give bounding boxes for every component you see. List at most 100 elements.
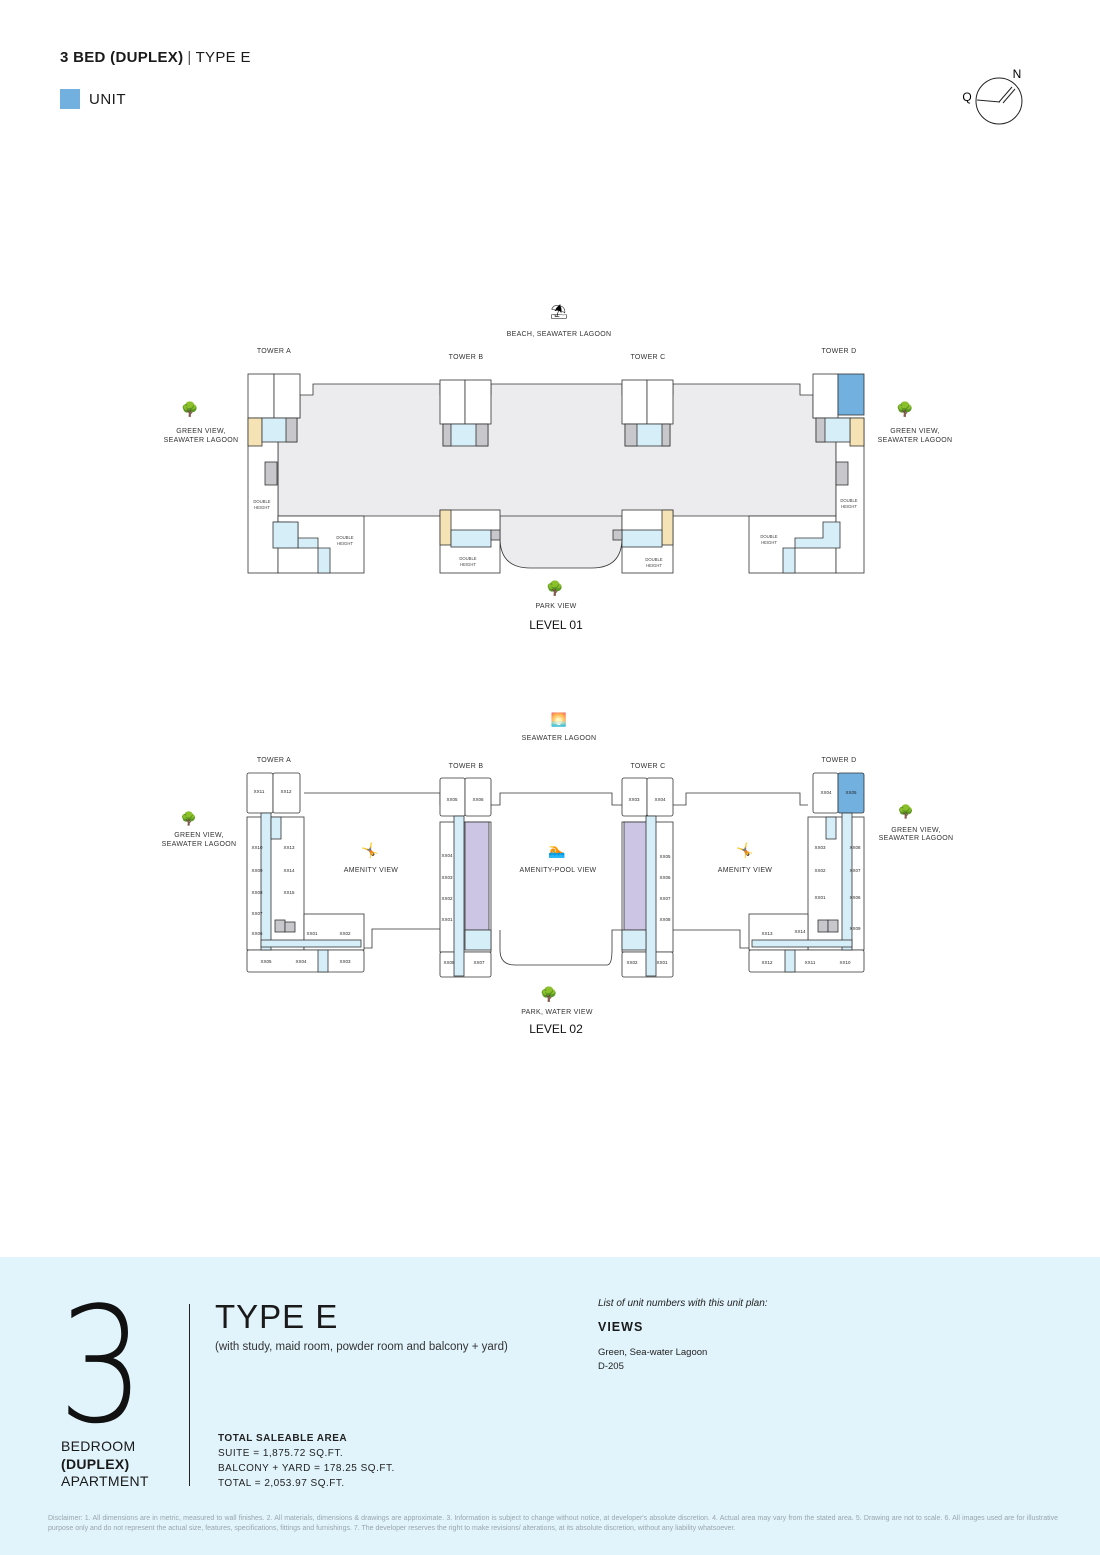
tree-icon: 🌳 xyxy=(896,400,913,418)
unit-label: XX07 xyxy=(659,896,671,901)
unit-label: XX08 xyxy=(443,960,455,965)
balcony-area: BALCONY + YARD = 178.25 SQ.FT. xyxy=(218,1463,395,1474)
view-label-right-2: SEAWATER LAGOON xyxy=(879,835,954,842)
unit-label: XX01 xyxy=(814,895,826,900)
unit-label: XX06 xyxy=(849,895,861,900)
unit-label: XX10 xyxy=(839,960,851,965)
unit-label: XX11 xyxy=(805,960,816,965)
unit-label: XX11 xyxy=(254,789,265,794)
bedroom-count: 3 xyxy=(58,1272,145,1459)
compass-north-label: N xyxy=(1013,67,1022,81)
double-height-label: DOUBLE xyxy=(336,535,353,540)
double-height-label: HEIGHT xyxy=(337,541,353,546)
unit-label: XX14 xyxy=(283,868,295,873)
view-label-right: GREEN VIEW, xyxy=(890,428,940,435)
unit-label: XX02 xyxy=(626,960,638,965)
unit-label: XX10 xyxy=(251,845,263,850)
unit-label: XX06 xyxy=(251,931,263,936)
unit-label: XX04 xyxy=(820,790,832,795)
pool-icon: 🏊 xyxy=(548,842,565,859)
total-area: TOTAL = 2,053.97 SQ.FT. xyxy=(218,1478,345,1489)
unit-number: D-205 xyxy=(598,1361,624,1372)
tree-icon: 🌳 xyxy=(181,400,198,418)
unit-label: XX08 xyxy=(849,845,861,850)
tower-d-label: TOWER D xyxy=(821,348,856,355)
title-separator: | xyxy=(187,49,192,66)
unit-label: XX05 xyxy=(446,797,458,802)
double-height-label: HEIGHT xyxy=(761,540,777,545)
level-01-label: LEVEL 01 xyxy=(529,618,583,632)
unit-label: XX05 xyxy=(659,854,671,859)
tower-a-label: TOWER A xyxy=(257,348,291,355)
unit-list-heading: List of unit numbers with this unit plan… xyxy=(598,1298,768,1309)
sunset-icon: 🌅 xyxy=(551,712,567,727)
unit-label: XX15 xyxy=(283,890,295,895)
highlighted-unit-level01[interactable] xyxy=(837,373,865,416)
double-height-label: HEIGHT xyxy=(254,505,270,510)
unit-label: XX12 xyxy=(280,789,292,794)
unit-label: XX13 xyxy=(283,845,295,850)
view-label-left-2: SEAWATER LAGOON xyxy=(164,437,239,444)
double-height-label: DOUBLE xyxy=(253,499,270,504)
view-label-top: SEAWATER LAGOON xyxy=(522,735,597,742)
unit-label: XX14 xyxy=(794,929,806,934)
views-list: Green, Sea-water Lagoon D-205 xyxy=(598,1346,707,1374)
tower-b-label: TOWER B xyxy=(449,354,484,361)
unit-label: XX02 xyxy=(339,931,351,936)
unit-label: XX06 xyxy=(472,797,484,802)
amenity-pool-view: AMENITY-POOL VIEW xyxy=(520,867,597,874)
suite-area: SUITE = 1,875.72 SQ.FT. xyxy=(218,1448,344,1459)
unit-type-title: TYPE E xyxy=(215,1298,339,1335)
amenity-icon: 🤸 xyxy=(736,842,753,859)
unit-label: XX05 xyxy=(845,790,857,795)
double-height-label: HEIGHT xyxy=(646,563,662,568)
disclaimer: Disclaimer: 1. All dimensions are in met… xyxy=(48,1515,1058,1532)
unit-type-description: (with study, maid room, powder room and … xyxy=(215,1341,508,1353)
view-label-bottom: PARK, WATER VIEW xyxy=(521,1009,593,1016)
amenity-view-right: AMENITY VIEW xyxy=(718,867,773,874)
title-type: TYPE E xyxy=(195,49,251,66)
unit-label: XX07 xyxy=(849,868,861,873)
level-02-label: LEVEL 02 xyxy=(529,1022,583,1036)
double-height-label: DOUBLE xyxy=(760,534,777,539)
unit-swatch xyxy=(60,89,80,109)
double-height-label: HEIGHT xyxy=(460,562,476,567)
unit-label: XX03 xyxy=(441,875,453,880)
unit-label: XX12 xyxy=(761,960,773,965)
level-01-labels: BEACH, SEAWATER LAGOON ⛱ TOWER A TOWER B… xyxy=(164,303,953,632)
title-bedrooms: 3 BED (DUPLEX) xyxy=(60,49,184,66)
view-label-left: GREEN VIEW, xyxy=(176,428,226,435)
unit-label: XX01 xyxy=(306,931,318,936)
apartment-line: APARTMENT xyxy=(61,1473,149,1489)
tower-c-label: TOWER C xyxy=(630,763,665,770)
duplex-line: (DUPLEX) xyxy=(61,1455,130,1472)
compass-q-label: Q xyxy=(962,90,971,104)
unit-summary-panel xyxy=(0,1257,1100,1555)
beach-umbrella-icon: ⛱ xyxy=(550,303,568,319)
page-title: 3 BED (DUPLEX)|TYPE E xyxy=(60,49,251,66)
level-01-plan xyxy=(247,373,865,574)
tree-icon: 🌳 xyxy=(898,803,914,819)
double-height-label: DOUBLE xyxy=(840,498,857,503)
tower-c-label: TOWER C xyxy=(630,354,665,361)
area-heading: TOTAL SALEABLE AREA xyxy=(218,1433,348,1444)
bedroom-type: BEDROOM (DUPLEX) APARTMENT xyxy=(61,1438,149,1491)
legend: UNIT xyxy=(60,89,126,109)
compass-icon xyxy=(975,77,1023,125)
tower-b-label: TOWER B xyxy=(449,763,484,770)
unit-label: XX03 xyxy=(339,959,351,964)
unit-label: XX05 xyxy=(260,959,272,964)
double-height-label: DOUBLE xyxy=(459,556,476,561)
unit-label: XX02 xyxy=(441,896,453,901)
views-value: Green, Sea-water Lagoon xyxy=(598,1347,708,1358)
site-plans: N Q BEACH, SEAWATER LAGOON ⛱ TOWER A TOW… xyxy=(162,67,1023,1036)
level-02-labels: 🌅 SEAWATER LAGOON TOWER A TOWER B TOWER … xyxy=(162,712,954,1036)
unit-label: XX04 xyxy=(441,853,453,858)
tower-a-label: TOWER A xyxy=(257,757,291,764)
unit-label: XX07 xyxy=(251,911,263,916)
view-label-right-2: SEAWATER LAGOON xyxy=(878,437,953,444)
double-height-label: HEIGHT xyxy=(841,504,857,509)
view-label-bottom: PARK VIEW xyxy=(535,603,576,610)
unit-label: XX08 xyxy=(659,917,671,922)
level-02-plan xyxy=(246,772,865,978)
